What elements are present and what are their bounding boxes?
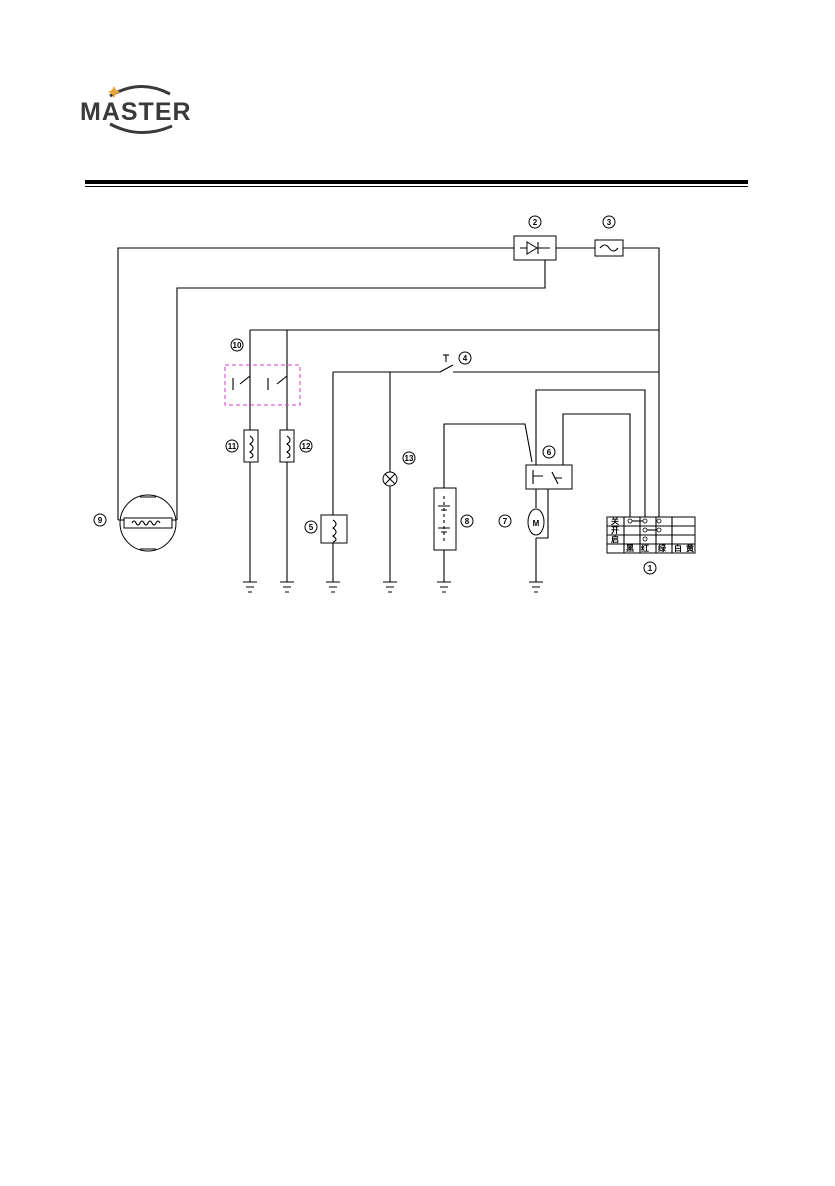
svg-text:白: 白 [674, 543, 682, 553]
svg-text:3: 3 [607, 218, 612, 227]
callout-13: 13 [403, 452, 415, 464]
callout-1: 1 [644, 562, 656, 574]
callout-11: 11 [226, 440, 238, 452]
callout-4: 4 [459, 352, 471, 364]
svg-text:11: 11 [228, 442, 237, 451]
ground-symbols [243, 582, 543, 592]
callout-7: 7 [499, 515, 511, 527]
svg-text:9: 9 [98, 516, 103, 525]
switch-group-dashed-box [225, 365, 300, 405]
svg-text:13: 13 [405, 454, 414, 463]
callout-9: 9 [94, 514, 106, 526]
svg-text:关: 关 [611, 516, 619, 526]
key-switch-table: 关 开 启 黑 红 绿 白 黄 [607, 516, 695, 553]
svg-text:6: 6 [547, 448, 552, 457]
callout-6: 6 [543, 446, 555, 458]
callout-10: 10 [231, 339, 243, 351]
svg-text:5: 5 [309, 523, 314, 532]
svg-text:M: M [533, 519, 540, 528]
svg-text:开: 开 [611, 526, 619, 535]
svg-text:红: 红 [641, 543, 649, 553]
svg-text:黑: 黑 [626, 543, 634, 553]
callout-8: 8 [461, 515, 473, 527]
callout-3: 3 [603, 216, 615, 228]
svg-text:黄: 黄 [686, 543, 694, 553]
svg-text:4: 4 [463, 354, 468, 363]
svg-text:12: 12 [302, 442, 311, 451]
svg-text:2: 2 [533, 218, 538, 227]
coil-12-box [280, 430, 294, 462]
svg-text:1: 1 [648, 564, 653, 573]
svg-text:启: 启 [611, 534, 619, 544]
callout-12: 12 [300, 440, 312, 452]
callout-2: 2 [529, 216, 541, 228]
svg-text:绿: 绿 [658, 543, 667, 553]
callout-5: 5 [305, 521, 317, 533]
svg-text:8: 8 [465, 517, 470, 526]
svg-text:10: 10 [233, 341, 242, 350]
svg-text:7: 7 [503, 517, 508, 526]
battery-box [434, 488, 456, 550]
